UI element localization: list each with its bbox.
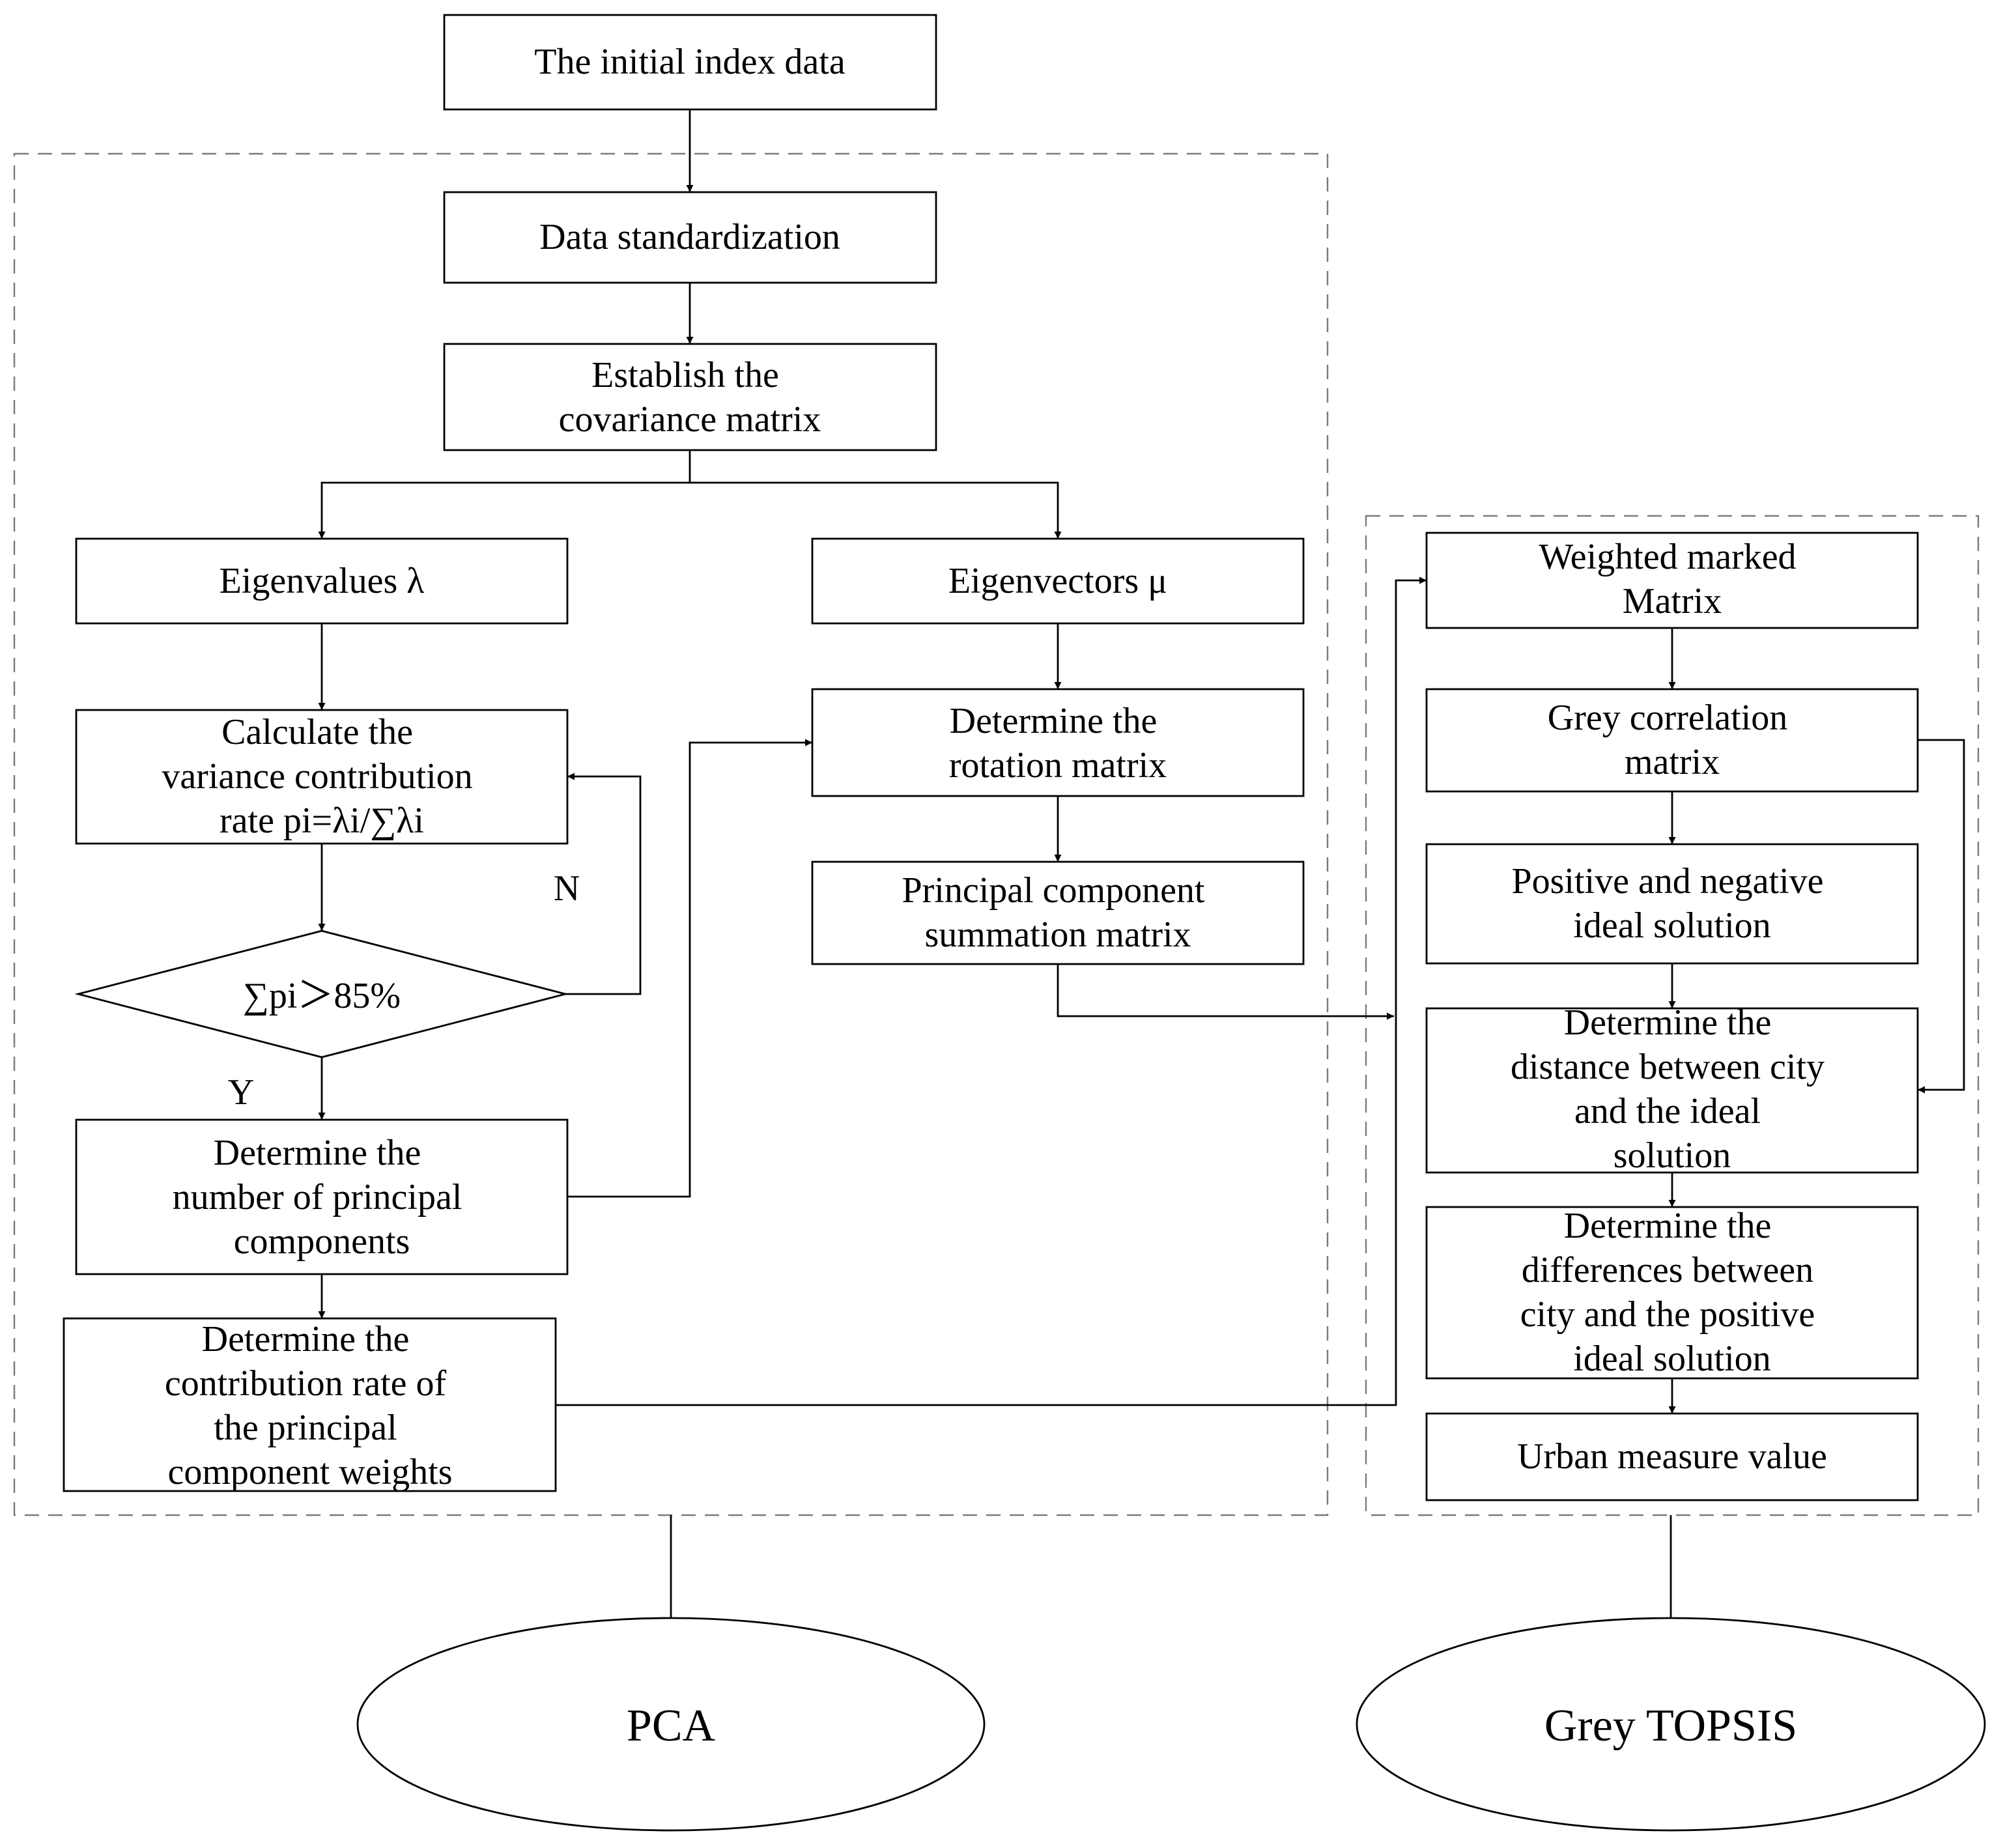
differences-label: Determine the differences between city a…	[1520, 1206, 1825, 1379]
distance-box	[1425, 1007, 1919, 1174]
arrow-components-to-rotation	[567, 739, 812, 1198]
rotation-matrix-box	[811, 688, 1305, 797]
decision-yes-label: Y	[228, 1072, 254, 1113]
arrow-summation-to-topsis	[1057, 964, 1394, 1020]
ideal-solution-box	[1425, 843, 1919, 965]
urban-measure-label: Urban measure value	[1517, 1436, 1827, 1477]
variance-contribution-label: Calculate the variance contribution rate…	[162, 712, 481, 841]
number-of-components-box	[75, 1118, 569, 1275]
number-of-components-label: Determine the number of principal compon…	[173, 1133, 472, 1262]
summation-matrix-label: Principal component summation matrix	[902, 870, 1214, 955]
rotation-matrix-label: Determine the rotation matrix	[949, 701, 1167, 786]
weighted-matrix-box	[1425, 532, 1919, 629]
arrow-contribution-to-weighted	[556, 576, 1427, 1406]
eigenvalues-label: Eigenvalues λ	[220, 561, 425, 601]
pca-group-label: PCA	[627, 1701, 716, 1751]
arrow-to-eigenvalues	[318, 481, 690, 539]
urban-measure-box	[1425, 1412, 1919, 1501]
grey-topsis-group-label: Grey TOPSIS	[1544, 1701, 1797, 1751]
threshold-decision-label: ∑pi＞85%	[243, 976, 401, 1016]
contribution-rate-label: Determine the contribution rate of the p…	[165, 1319, 455, 1492]
variance-contribution-box	[75, 709, 569, 845]
distance-label: Determine the distance between city and …	[1511, 1002, 1834, 1176]
arrow-decision-no-loop	[565, 773, 642, 995]
arrow-grey-to-distance	[1918, 739, 1965, 1094]
covariance-matrix-label: Establish the covariance matrix	[559, 355, 821, 440]
eigenvectors-box	[811, 537, 1305, 625]
ideal-solution-label: Positive and negative ideal solution	[1511, 861, 1832, 946]
summation-matrix-box	[811, 860, 1305, 965]
grey-correlation-label: Grey correlation matrix	[1548, 698, 1797, 782]
data-standardization-box	[443, 191, 937, 284]
eigenvectors-label: Eigenvectors μ	[948, 561, 1167, 601]
decision-no-label: N	[554, 868, 580, 909]
data-standardization-label: Data standardization	[539, 217, 840, 257]
covariance-matrix-box	[443, 343, 937, 451]
weighted-matrix-label: Weighted marked Matrix	[1539, 537, 1805, 621]
initial-index-data-box	[443, 14, 937, 111]
differences-box	[1425, 1206, 1919, 1380]
eigenvalues-box	[75, 537, 569, 625]
arrow-to-eigenvectors	[690, 481, 1062, 539]
initial-index-data-label: The initial index data	[534, 42, 846, 82]
